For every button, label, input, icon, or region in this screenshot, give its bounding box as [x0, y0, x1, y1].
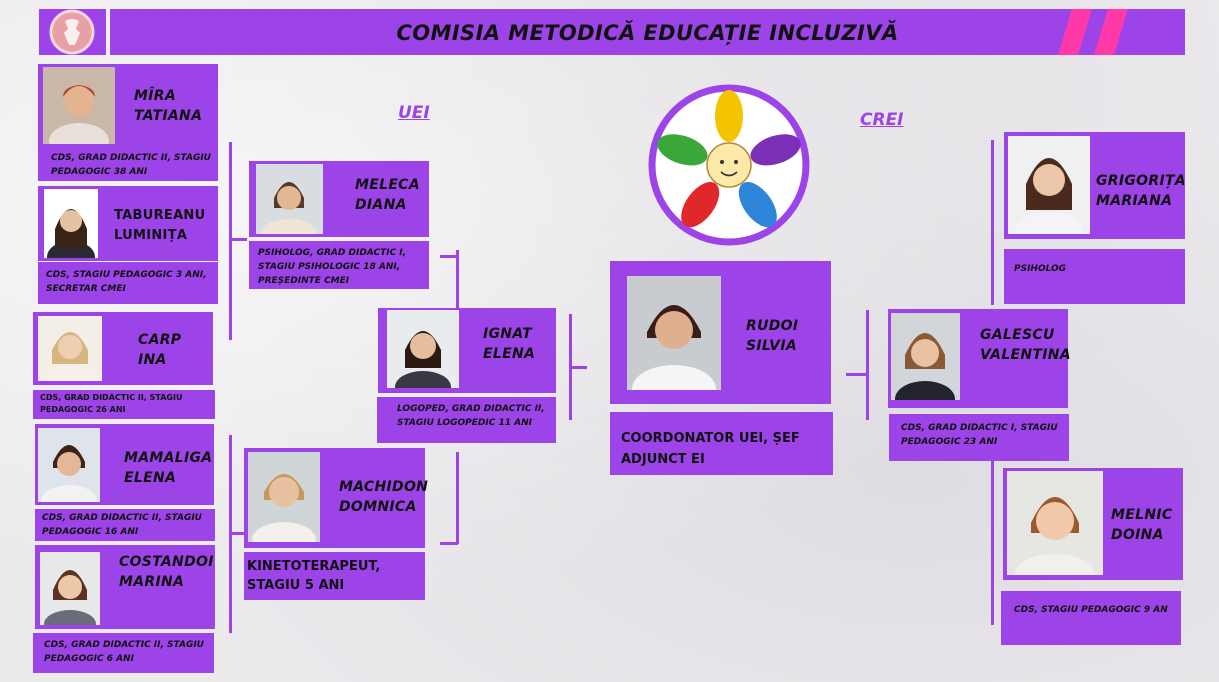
inclusion-logo-icon: [648, 84, 810, 246]
person-description: CDS, STAGIU PEDAGOGIC 3 ANI, SECRETAR CM…: [46, 270, 207, 294]
person-description: KINETOTERAPEUT, STAGIU 5 ANI: [247, 559, 381, 593]
description-card: [33, 390, 215, 419]
portrait-photo: [1007, 471, 1103, 575]
decorative-stripes: [1058, 9, 1128, 55]
school-logo-icon: [49, 9, 95, 55]
title-bar: COMISIA METODICĂ EDUCAȚIE INCLUZIVĂ: [110, 9, 1185, 55]
portrait-photo: [38, 428, 100, 502]
description-card: [1004, 249, 1185, 304]
person-description: PSIHOLOG: [1014, 264, 1067, 274]
connector-line: [456, 250, 459, 342]
coordinator-name: RUDOI SILVIA: [746, 318, 799, 354]
portrait-photo: [627, 276, 721, 390]
person-description: CDS, GRAD DIDACTIC I, STAGIU PEDAGOGIC 2…: [901, 423, 1058, 447]
description-card: [889, 414, 1069, 461]
portrait-photo: [38, 316, 102, 381]
description-card: [38, 147, 218, 181]
person-name: TABUREANU LUMINIȚA: [114, 208, 206, 243]
portrait-photo: [891, 313, 960, 400]
person-name: MELNIC DOINA: [1111, 507, 1173, 543]
portrait-photo: [387, 310, 459, 388]
person-description: CDS, STAGIU PEDAGOGIC 9 AN: [1014, 605, 1168, 615]
connector-line: [991, 460, 994, 625]
portrait-photo: [248, 452, 320, 542]
person-description: LOGOPED, GRAD DIDACTIC II, STAGIU LOGOPE…: [397, 404, 545, 428]
person-name: MELECA DIANA: [355, 177, 420, 213]
connector-line: [846, 373, 868, 376]
portrait-photo: [44, 189, 98, 258]
section-label-uei: UEI: [398, 103, 430, 123]
person-name: MACHIDON DOMNICA: [339, 479, 429, 515]
portrait-photo: [256, 164, 323, 234]
person-name: CARP INA: [138, 332, 182, 368]
connector-line: [440, 255, 458, 258]
person-description: CDS, GRAD DIDACTIC II, STAGIU PEDAGOGIC …: [40, 393, 183, 414]
coordinator-role: COORDONATOR UEI, ȘEF ADJUNCT EI: [621, 431, 800, 467]
connector-line: [456, 452, 459, 544]
person-description: CDS, GRAD DIDACTIC II, STAGIU PEDAGOGIC …: [42, 513, 202, 537]
connector-line: [866, 310, 869, 420]
connector-line: [229, 238, 247, 241]
connector-line: [991, 140, 994, 305]
portrait-photo: [40, 552, 100, 625]
page-title: COMISIA METODICĂ EDUCAȚIE INCLUZIVĂ: [396, 21, 899, 45]
person-name: COSTANDOI MARINA: [119, 554, 214, 590]
person-description: CDS, GRAD DIDACTIC II, STAGIU PEDAGOGIC …: [44, 640, 204, 664]
person-name: GRIGORIȚA MARIANA: [1096, 173, 1186, 209]
person-description: PSIHOLOG, GRAD DIDACTIC I, STAGIU PSIHOL…: [258, 248, 407, 286]
person-name: IGNAT ELENA: [483, 326, 536, 362]
description-card: [244, 552, 425, 600]
portrait-photo: [1008, 136, 1090, 234]
description-card: [35, 509, 215, 541]
connector-line: [229, 532, 245, 535]
connector-line: [569, 366, 587, 369]
description-card: [377, 397, 556, 443]
connector-line: [229, 142, 232, 340]
description-card: [38, 262, 218, 304]
person-name: MÎRA TATIANA: [134, 88, 203, 124]
person-name: GALESCU VALENTINA: [980, 327, 1071, 363]
section-label-crei: CREI: [860, 110, 904, 130]
person-description: CDS, GRAD DIDACTIC II, STAGIU PEDAGOGIC …: [51, 153, 211, 177]
person-name: MAMALIGA ELENA: [124, 450, 213, 486]
description-card: [1001, 591, 1181, 645]
portrait-photo: [43, 67, 115, 144]
logo-box: [39, 9, 106, 55]
description-card: [33, 633, 214, 673]
coordinator-role-card: [610, 412, 833, 475]
description-card: [249, 241, 429, 289]
connector-line: [440, 542, 458, 545]
